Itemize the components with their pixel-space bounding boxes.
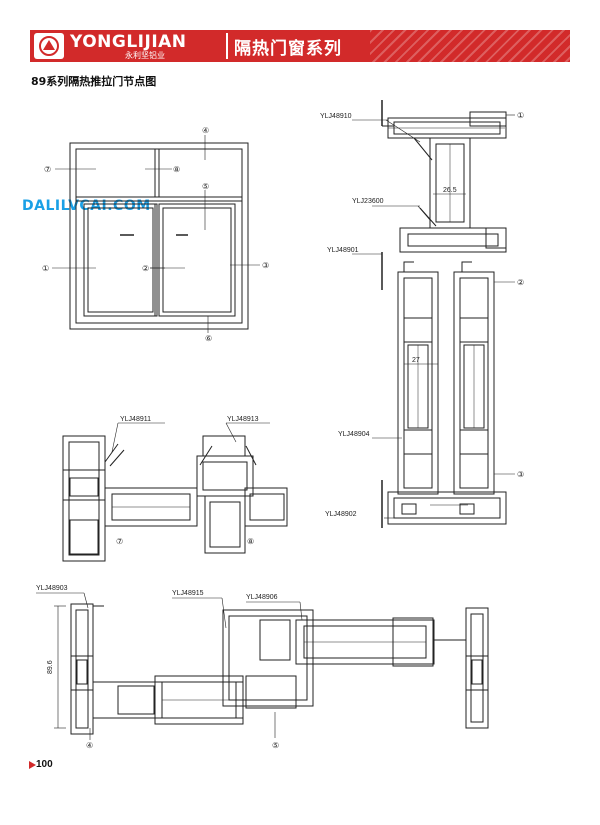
brand-name: YONGLIJIAN bbox=[70, 32, 187, 52]
callout-5: ⑤ bbox=[202, 182, 209, 191]
label-ylj48913: YLJ48913 bbox=[227, 416, 259, 423]
page-title: 89系列隔热推拉门节点图 bbox=[31, 75, 157, 88]
label-ylj48901: YLJ48901 bbox=[327, 247, 359, 254]
detail-section-7-8 bbox=[62, 435, 288, 562]
label-ylj48906: YLJ48906 bbox=[246, 594, 278, 601]
label-ylj48904: YLJ48904 bbox=[338, 431, 370, 438]
callout-d7: ⑦ bbox=[116, 537, 123, 546]
callout-v2: ② bbox=[517, 278, 524, 287]
callout-3: ③ bbox=[262, 261, 269, 270]
label-ylj23600: YLJ23600 bbox=[352, 198, 384, 205]
callout-6: ⑥ bbox=[205, 334, 212, 343]
brand-logo bbox=[34, 33, 64, 59]
callout-d8: ⑧ bbox=[247, 537, 254, 546]
logo-emblem-icon bbox=[39, 36, 59, 56]
header-divider bbox=[226, 33, 228, 59]
dim-27: 27 bbox=[412, 357, 420, 364]
label-ylj48911: YLJ48911 bbox=[120, 416, 151, 423]
callout-h5: ⑤ bbox=[272, 741, 279, 750]
callout-v3: ③ bbox=[517, 470, 524, 479]
callout-4: ④ bbox=[202, 126, 209, 135]
page-arrow-icon bbox=[29, 761, 36, 769]
page-number: 100 bbox=[36, 759, 53, 770]
series-title: 隔热门窗系列 bbox=[234, 39, 342, 59]
callout-h4: ④ bbox=[86, 741, 93, 750]
label-ylj48915: YLJ48915 bbox=[172, 590, 204, 597]
label-ylj48903: YLJ48903 bbox=[36, 585, 68, 592]
label-ylj48910: YLJ48910 bbox=[320, 113, 352, 120]
callout-8: ⑧ bbox=[173, 165, 180, 174]
vertical-section bbox=[381, 100, 507, 528]
brand-header: YONGLIJIAN 永利坚铝业 隔热门窗系列 bbox=[30, 30, 570, 62]
header-pattern bbox=[370, 30, 570, 62]
brand-subtitle: 永利坚铝业 bbox=[125, 51, 165, 60]
door-elevation bbox=[69, 142, 249, 330]
callout-7: ⑦ bbox=[44, 165, 51, 174]
dim-89-6: 89.6 bbox=[47, 660, 54, 674]
callout-v1: ① bbox=[517, 111, 524, 120]
watermark: DALILVCAI.COM bbox=[22, 198, 151, 214]
horizontal-section bbox=[54, 603, 489, 735]
callout-1: ① bbox=[42, 264, 49, 273]
callout-2: ② bbox=[142, 264, 149, 273]
label-ylj48902: YLJ48902 bbox=[325, 511, 357, 518]
dim-26-5: 26.5 bbox=[443, 187, 457, 194]
